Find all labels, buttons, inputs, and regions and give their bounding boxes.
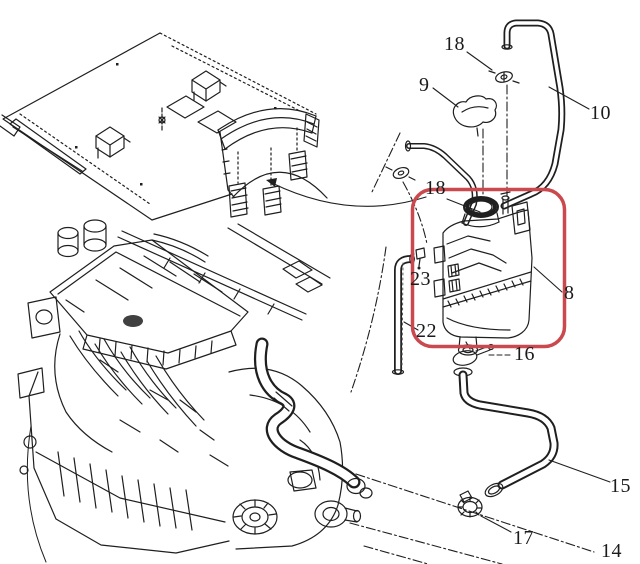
callout-16: 16 — [514, 343, 535, 365]
expansion-tank-drawing — [433, 191, 533, 356]
clamp-18-top-drawing — [488, 70, 520, 84]
leader-lines — [266, 51, 611, 533]
overflow-hose-10-drawing — [500, 19, 566, 210]
hose-15-drawing — [453, 367, 559, 498]
route-centerlines — [350, 84, 508, 393]
callout-10: 10 — [590, 102, 611, 124]
cap-9-drawing — [452, 95, 498, 137]
panel-cover-drawing — [0, 32, 328, 221]
callout-22: 22 — [416, 320, 437, 342]
callout-23: 23 — [410, 268, 431, 290]
clamp-18-mid-drawing — [385, 166, 416, 181]
engine-drawing — [17, 219, 595, 564]
callout-14: 14 — [601, 540, 622, 562]
highlight-box-part-8 — [410, 187, 567, 349]
callout-9: 9 — [419, 74, 430, 96]
clamp-17-drawing — [457, 490, 483, 518]
callout-18-top: 18 — [444, 33, 465, 55]
callout-17: 17 — [513, 527, 534, 549]
callout-8: 8 — [564, 282, 575, 304]
callout-15: 15 — [610, 475, 631, 497]
callout-18-mid: 18 — [425, 177, 446, 199]
